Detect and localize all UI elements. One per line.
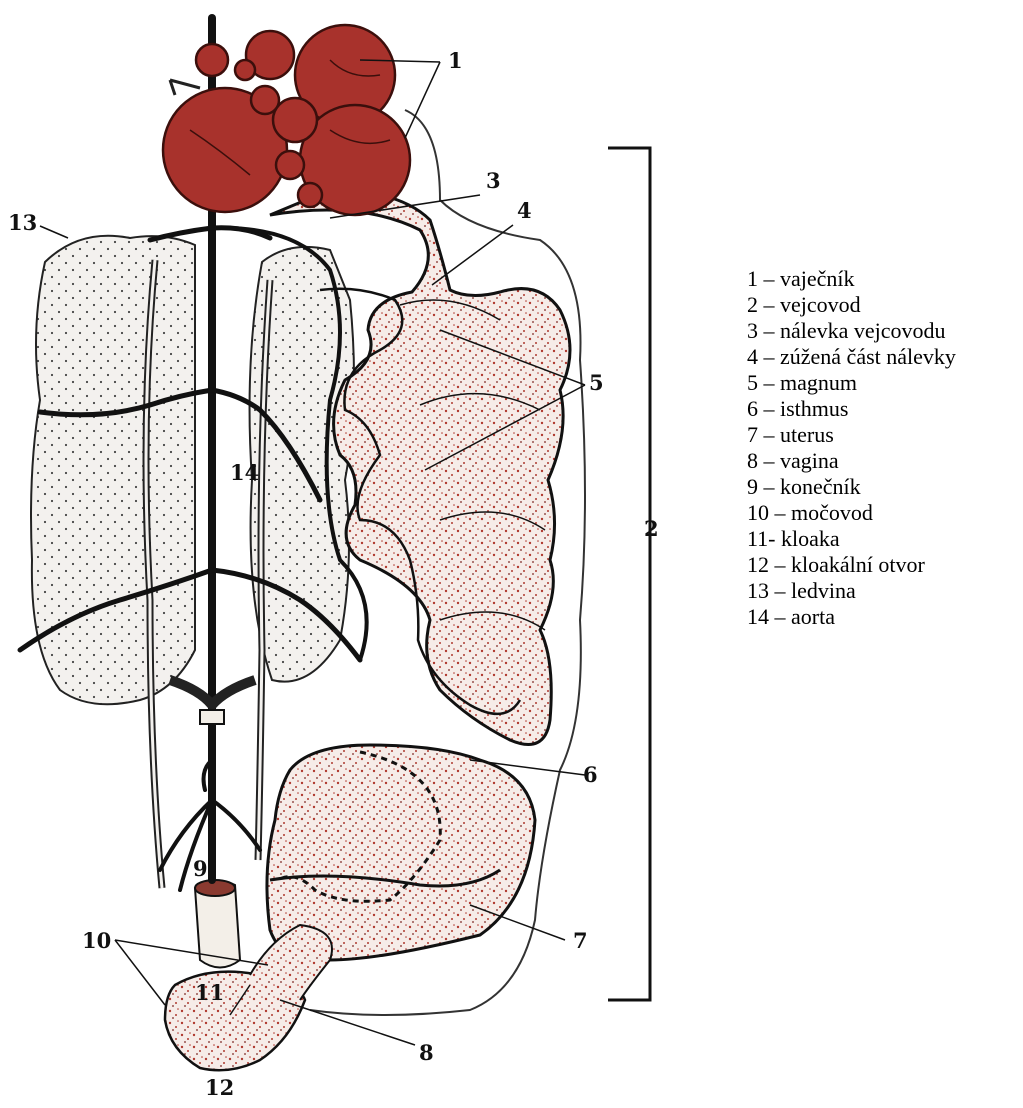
label-7: 7 <box>573 928 588 953</box>
legend-item: 11- kloaka <box>747 526 956 552</box>
label-11: 11 <box>195 980 224 1005</box>
legend-item: 2 – vejcovod <box>747 292 956 318</box>
label-6: 6 <box>583 762 598 787</box>
label-10: 10 <box>82 928 111 953</box>
label-1: 1 <box>448 48 463 73</box>
legend-item: 14 – aorta <box>747 604 956 630</box>
label-13: 13 <box>8 210 37 235</box>
legend-item: 13 – ledvina <box>747 578 956 604</box>
oviduct-bracket <box>608 148 650 1000</box>
iliac-junction-center <box>200 710 224 724</box>
label-9: 9 <box>193 856 208 881</box>
label-3: 3 <box>486 168 501 193</box>
legend-item: 3 – nálevka vejcovodu <box>747 318 956 344</box>
label-4: 4 <box>517 198 532 223</box>
legend-item: 8 – vagina <box>747 448 956 474</box>
label-5: 5 <box>589 370 604 395</box>
label-14: 14 <box>230 460 259 485</box>
label-8: 8 <box>419 1040 434 1065</box>
legend-item: 10 – močovod <box>747 500 956 526</box>
ovary-ligament <box>170 80 200 95</box>
legend-item: 7 – uterus <box>747 422 956 448</box>
ovary <box>163 25 410 215</box>
label-2: 2 <box>644 516 659 541</box>
cloaca <box>165 925 332 1070</box>
legend-item: 5 – magnum <box>747 370 956 396</box>
legend: 1 – vaječník 2 – vejcovod 3 – nálevka ve… <box>747 266 956 630</box>
legend-item: 4 – zúžená část nálevky <box>747 344 956 370</box>
legend-item: 9 – konečník <box>747 474 956 500</box>
legend-item: 6 – isthmus <box>747 396 956 422</box>
label-12: 12 <box>205 1075 234 1100</box>
legend-item: 1 – vaječník <box>747 266 956 292</box>
kidney-left <box>31 236 195 705</box>
legend-item: 12 – kloakální otvor <box>747 552 956 578</box>
